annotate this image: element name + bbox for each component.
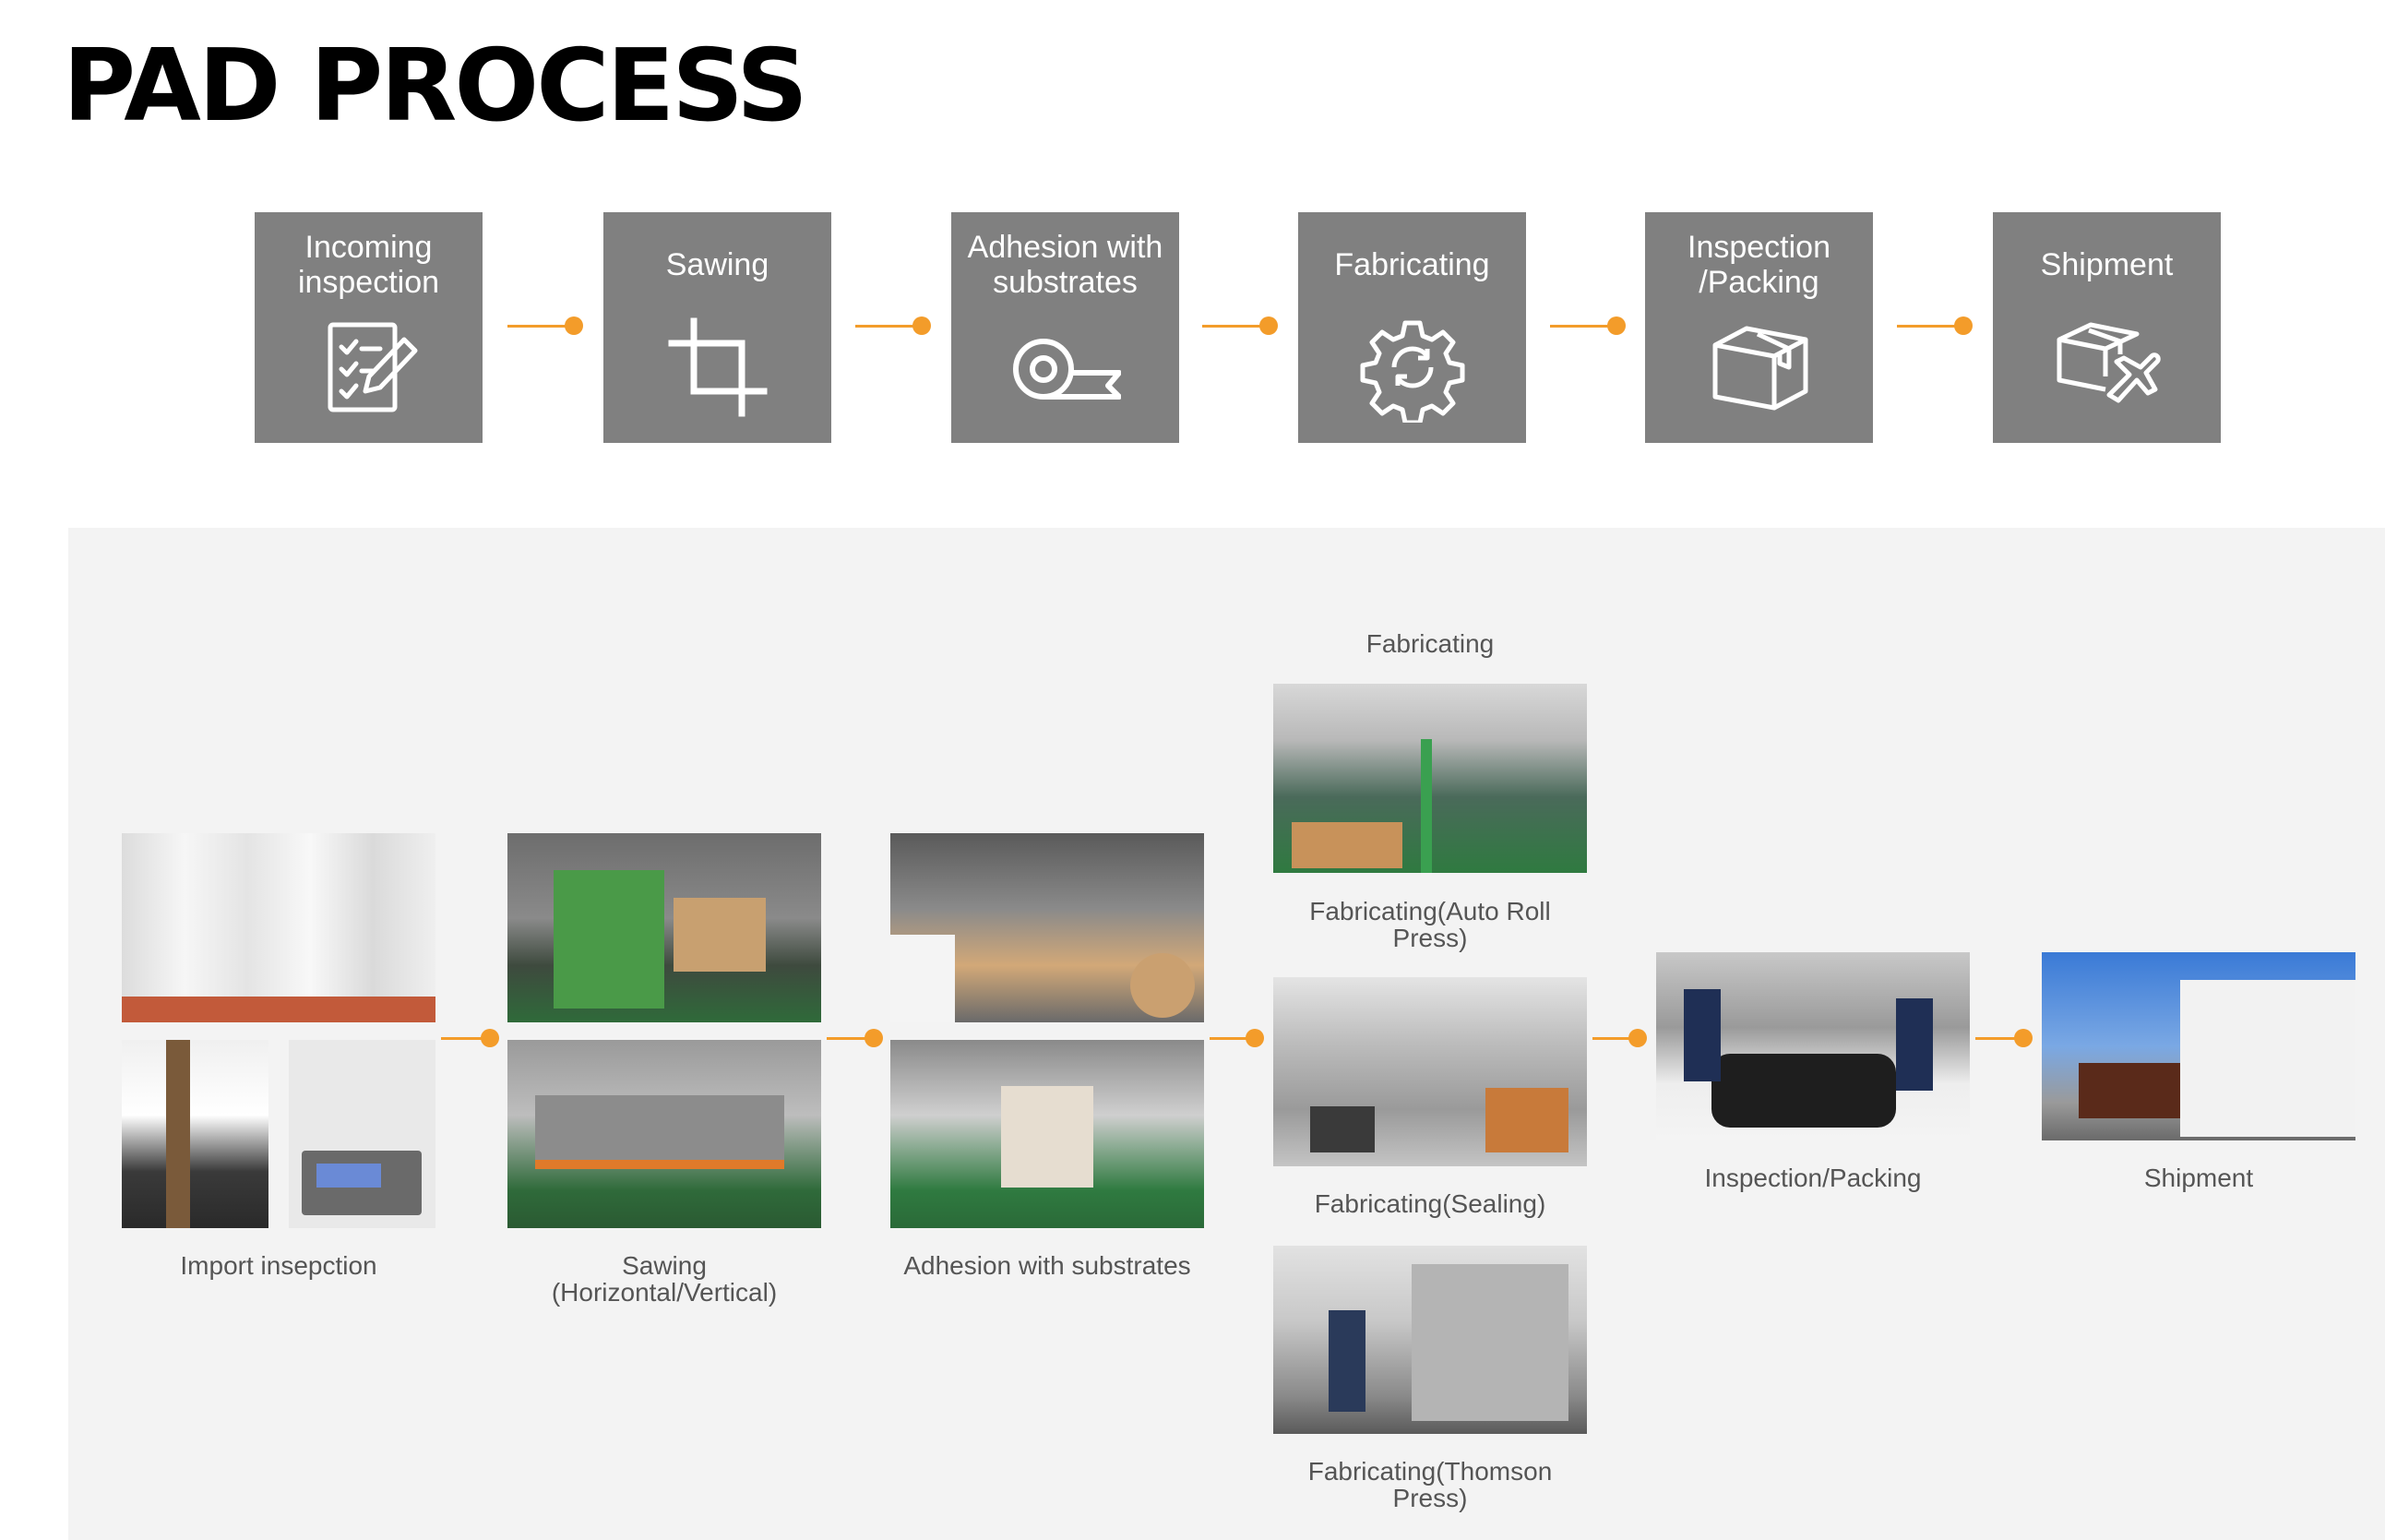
connector-line <box>1550 325 1611 328</box>
connector-line <box>441 1037 489 1040</box>
step-label: Inspection /Packing <box>1687 230 1830 300</box>
box-airplane-icon <box>2057 322 2161 403</box>
caption-shipment: Shipment <box>2143 1164 2254 1192</box>
caption-auto-roll-press: Fabricating(Auto Roll Press) <box>1309 897 1551 952</box>
step-label: Adhesion with substrates <box>967 230 1163 300</box>
connector-dot <box>865 1029 883 1047</box>
photo-sawing-table <box>507 1040 821 1228</box>
step-fabricating: Fabricating <box>1298 212 1526 443</box>
connector-line <box>1202 325 1263 328</box>
page-title: PAD PROCESS <box>63 29 808 144</box>
step-incoming-inspection: Incoming inspection <box>255 212 483 443</box>
caption-sealing: Fabricating(Sealing) <box>1314 1189 1546 1218</box>
connector-dot <box>1628 1029 1647 1047</box>
checklist-pen-icon <box>328 322 417 412</box>
connector-dot <box>481 1029 499 1047</box>
caption-thomson-press: Fabricating(Thomson Press) <box>1307 1457 1553 1512</box>
caption-adhesion: Adhesion with substrates <box>903 1251 1191 1280</box>
caption-inspection-packing: Inspection/Packing <box>1704 1164 1922 1192</box>
caption-sawing: Sawing (Horizontal/Vertical) <box>551 1251 778 1307</box>
step-shipment: Shipment <box>1993 212 2221 443</box>
gear-cycle-icon <box>1360 320 1464 423</box>
tape-roll-icon <box>1012 339 1121 400</box>
step-adhesion: Adhesion with substrates <box>951 212 1179 443</box>
step-inspection-packing: Inspection /Packing <box>1645 212 1873 443</box>
photo-adhesion-line <box>890 1040 1204 1228</box>
box-icon <box>1712 326 1807 411</box>
connector-dot <box>1607 316 1626 335</box>
connector-dot <box>1246 1029 1264 1047</box>
connector-dot <box>1954 316 1973 335</box>
photo-auto-roll-press <box>1273 684 1587 873</box>
connector-line <box>1210 1037 1258 1040</box>
fabricating-heading: Fabricating <box>1365 629 1495 658</box>
connector-line <box>1592 1037 1644 1040</box>
crop-icon <box>668 317 767 417</box>
photo-sawing-machine <box>507 833 821 1022</box>
photo-panel <box>68 528 2385 1540</box>
step-sawing: Sawing <box>603 212 831 443</box>
connector-line <box>827 1037 875 1040</box>
photo-scale <box>289 1040 435 1228</box>
photo-rolls <box>122 833 435 1022</box>
photo-thomson-press <box>1273 1246 1587 1434</box>
step-label: Incoming inspection <box>297 230 440 300</box>
photo-shipment <box>2042 952 2355 1140</box>
connector-dot <box>2014 1029 2033 1047</box>
connector-dot <box>565 316 583 335</box>
photo-adhesion-machine <box>890 833 1204 1022</box>
photo-sealing <box>1273 977 1587 1166</box>
caption-import-inspection: Import insepction <box>180 1251 377 1280</box>
step-label: Fabricating <box>1334 247 1490 282</box>
step-label: Sawing <box>665 247 769 282</box>
connector-dot <box>1259 316 1278 335</box>
photo-thickness-gauge <box>122 1040 268 1228</box>
connector-line <box>1975 1037 2027 1040</box>
connector-line <box>855 325 916 328</box>
connector-line <box>1897 325 1958 328</box>
step-label: Shipment <box>2040 247 2174 282</box>
connector-dot <box>912 316 931 335</box>
connector-line <box>507 325 568 328</box>
photo-inspection-packing <box>1656 952 1970 1140</box>
